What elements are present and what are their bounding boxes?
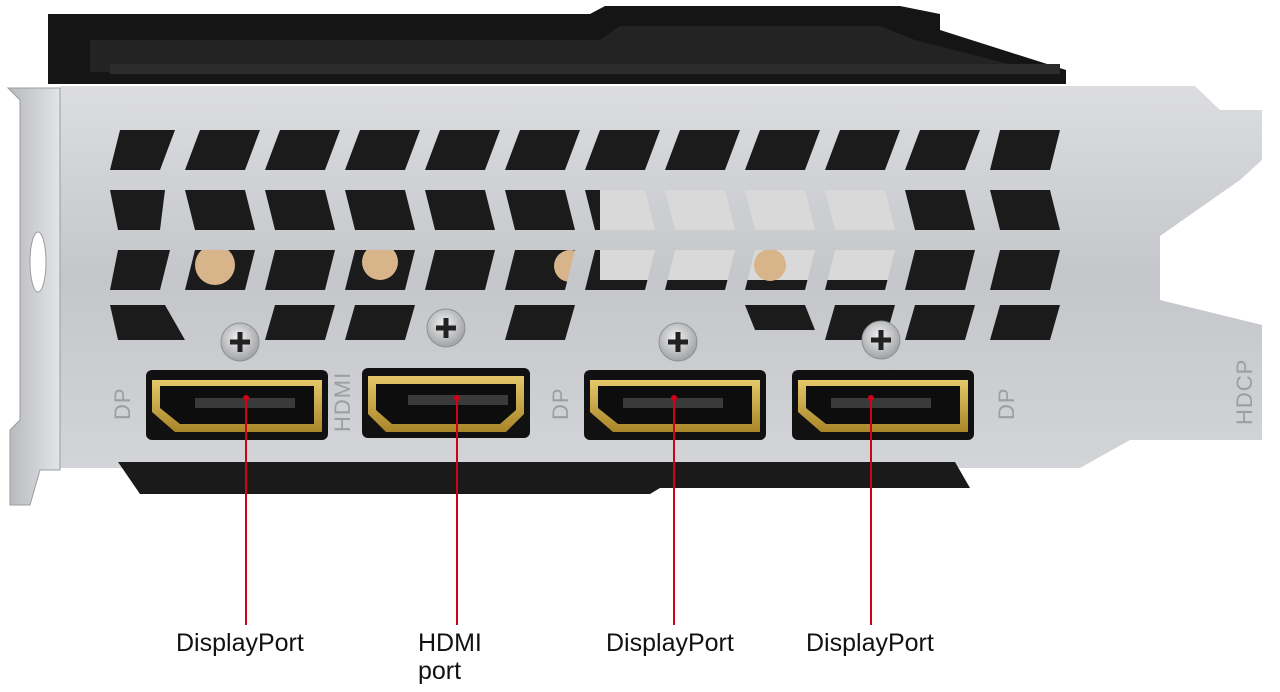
mounting-screw-icon bbox=[658, 322, 698, 362]
callout-label-displayport-2: DisplayPort bbox=[606, 629, 734, 657]
callout-label-displayport-3: DisplayPort bbox=[806, 629, 934, 657]
shroud-edge bbox=[110, 64, 1060, 74]
callout-label-displayport-1: DisplayPort bbox=[176, 629, 304, 657]
callout-dot-hdmi bbox=[454, 395, 460, 401]
displayport-connector bbox=[146, 370, 328, 440]
heatpipe-2 bbox=[362, 244, 398, 280]
hdmi-connector bbox=[362, 368, 530, 438]
marking-hdcp: HDCP bbox=[1232, 359, 1257, 425]
callout-dot-dp1 bbox=[243, 395, 249, 401]
card-bottom-edge bbox=[118, 462, 970, 494]
marking-hdmi: HDMI bbox=[330, 372, 355, 432]
heatpipe-4 bbox=[754, 249, 786, 281]
mounting-screw-icon bbox=[220, 322, 260, 362]
bracket-slot bbox=[29, 231, 47, 293]
mounting-screw-icon bbox=[861, 320, 901, 360]
callout-dot-dp3 bbox=[868, 395, 874, 401]
marking-dp-left: DP bbox=[110, 387, 135, 420]
heatpipe-1 bbox=[195, 245, 235, 285]
callout-lines bbox=[243, 395, 874, 625]
shroud-highlight bbox=[90, 26, 1040, 72]
callout-dot-dp2 bbox=[671, 395, 677, 401]
bracket-left-tab bbox=[6, 87, 61, 506]
callout-label-hdmi-port: HDMI port bbox=[418, 629, 482, 685]
displayport-connector bbox=[792, 370, 974, 440]
marking-dp-mid: DP bbox=[548, 387, 573, 420]
mounting-screw-icon bbox=[426, 308, 466, 348]
marking-dp-right: DP bbox=[994, 387, 1019, 420]
